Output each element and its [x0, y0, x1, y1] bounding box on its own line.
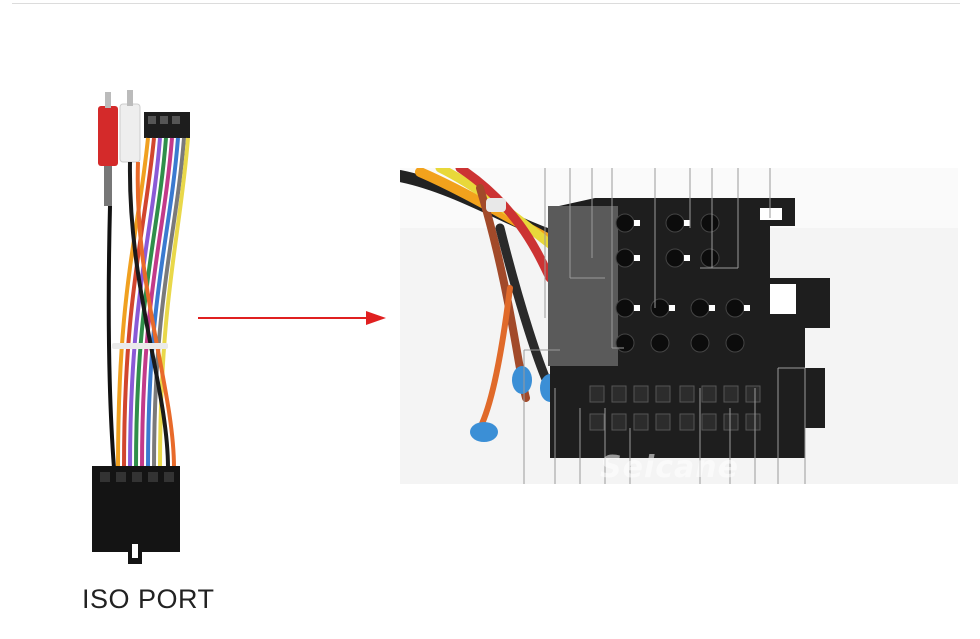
seicane-watermark: Seicane — [600, 450, 739, 484]
iso-harness-photo — [92, 90, 190, 564]
top-divider — [12, 3, 960, 4]
iso-port-caption: ISO PORT — [82, 584, 215, 614]
connector-closeup-photo: Seicane — [400, 168, 958, 484]
arrow-right-icon — [198, 311, 386, 325]
